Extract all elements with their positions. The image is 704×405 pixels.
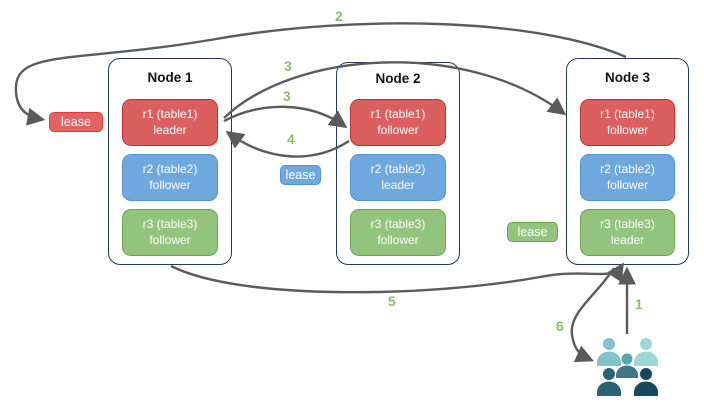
step-label-1: 1	[635, 296, 643, 312]
node-2: Node 2 r1 (table1) follower r2 (table2) …	[336, 62, 460, 265]
replica-role: follower	[377, 232, 419, 247]
replica-label: r1 (table1)	[370, 107, 426, 122]
lease-badge-r1: lease	[49, 112, 103, 132]
node-1-replica-r1: r1 (table1) leader	[122, 99, 218, 146]
users-icon	[597, 338, 658, 396]
node-3: Node 3 r1 (table1) follower r2 (table2) …	[566, 58, 689, 265]
node-3-title: Node 3	[604, 70, 650, 85]
step-label-3b: 3	[283, 88, 291, 104]
replica-label: r1 (table1)	[600, 107, 655, 122]
replica-role: leader	[153, 122, 187, 137]
node-2-title: Node 2	[375, 71, 421, 86]
person-icon	[634, 368, 658, 396]
replica-label: r2 (table2)	[370, 162, 426, 177]
person-icon	[634, 338, 658, 366]
node-3-replica-r1: r1 (table1) follower	[580, 99, 675, 146]
node-3-replica-r2: r2 (table2) follower	[580, 154, 675, 201]
replica-role: follower	[149, 232, 191, 247]
step-label-2: 2	[335, 8, 343, 24]
replica-role: leader	[610, 232, 645, 247]
person-icon	[597, 338, 621, 366]
replica-role: follower	[149, 177, 191, 192]
replica-role: follower	[606, 122, 649, 137]
replica-label: r1 (table1)	[142, 107, 198, 122]
replica-role: leader	[381, 177, 415, 192]
arrow-step-3-leader-to-node2	[223, 105, 348, 129]
node-1: Node 1 r1 (table1) leader r2 (table2) fo…	[108, 58, 232, 265]
person-icon	[597, 368, 621, 396]
lease-badge-r2: lease	[280, 165, 321, 185]
replica-role: follower	[377, 122, 419, 137]
step-label-3a: 3	[284, 58, 292, 74]
node-2-replica-r3: r3 (table3) follower	[350, 209, 446, 256]
node-1-replica-r2: r2 (table2) follower	[122, 154, 218, 201]
replica-label: r2 (table2)	[142, 162, 198, 177]
step-label-6: 6	[556, 318, 564, 334]
step-label-5: 5	[388, 293, 396, 309]
arrow-step-6-response-to-users	[570, 267, 616, 363]
replica-label: r3 (table3)	[142, 217, 198, 232]
replica-label: r3 (table3)	[370, 217, 426, 232]
node-1-replica-r3: r3 (table3) follower	[122, 209, 218, 256]
person-icon	[616, 353, 638, 378]
replica-role: follower	[606, 177, 649, 192]
node-1-title: Node 1	[147, 70, 193, 85]
node-2-replica-r1: r1 (table1) follower	[350, 99, 446, 146]
replica-label: r2 (table2)	[600, 162, 655, 177]
step-label-4: 4	[287, 131, 295, 147]
node-2-replica-r2: r2 (table2) leader	[350, 154, 446, 201]
replica-label: r3 (table3)	[600, 217, 655, 232]
lease-badge-r3: lease	[507, 222, 558, 242]
node-3-replica-r3: r3 (table3) leader	[580, 209, 675, 256]
arrow-step-5-response-to-gateway	[170, 262, 624, 294]
